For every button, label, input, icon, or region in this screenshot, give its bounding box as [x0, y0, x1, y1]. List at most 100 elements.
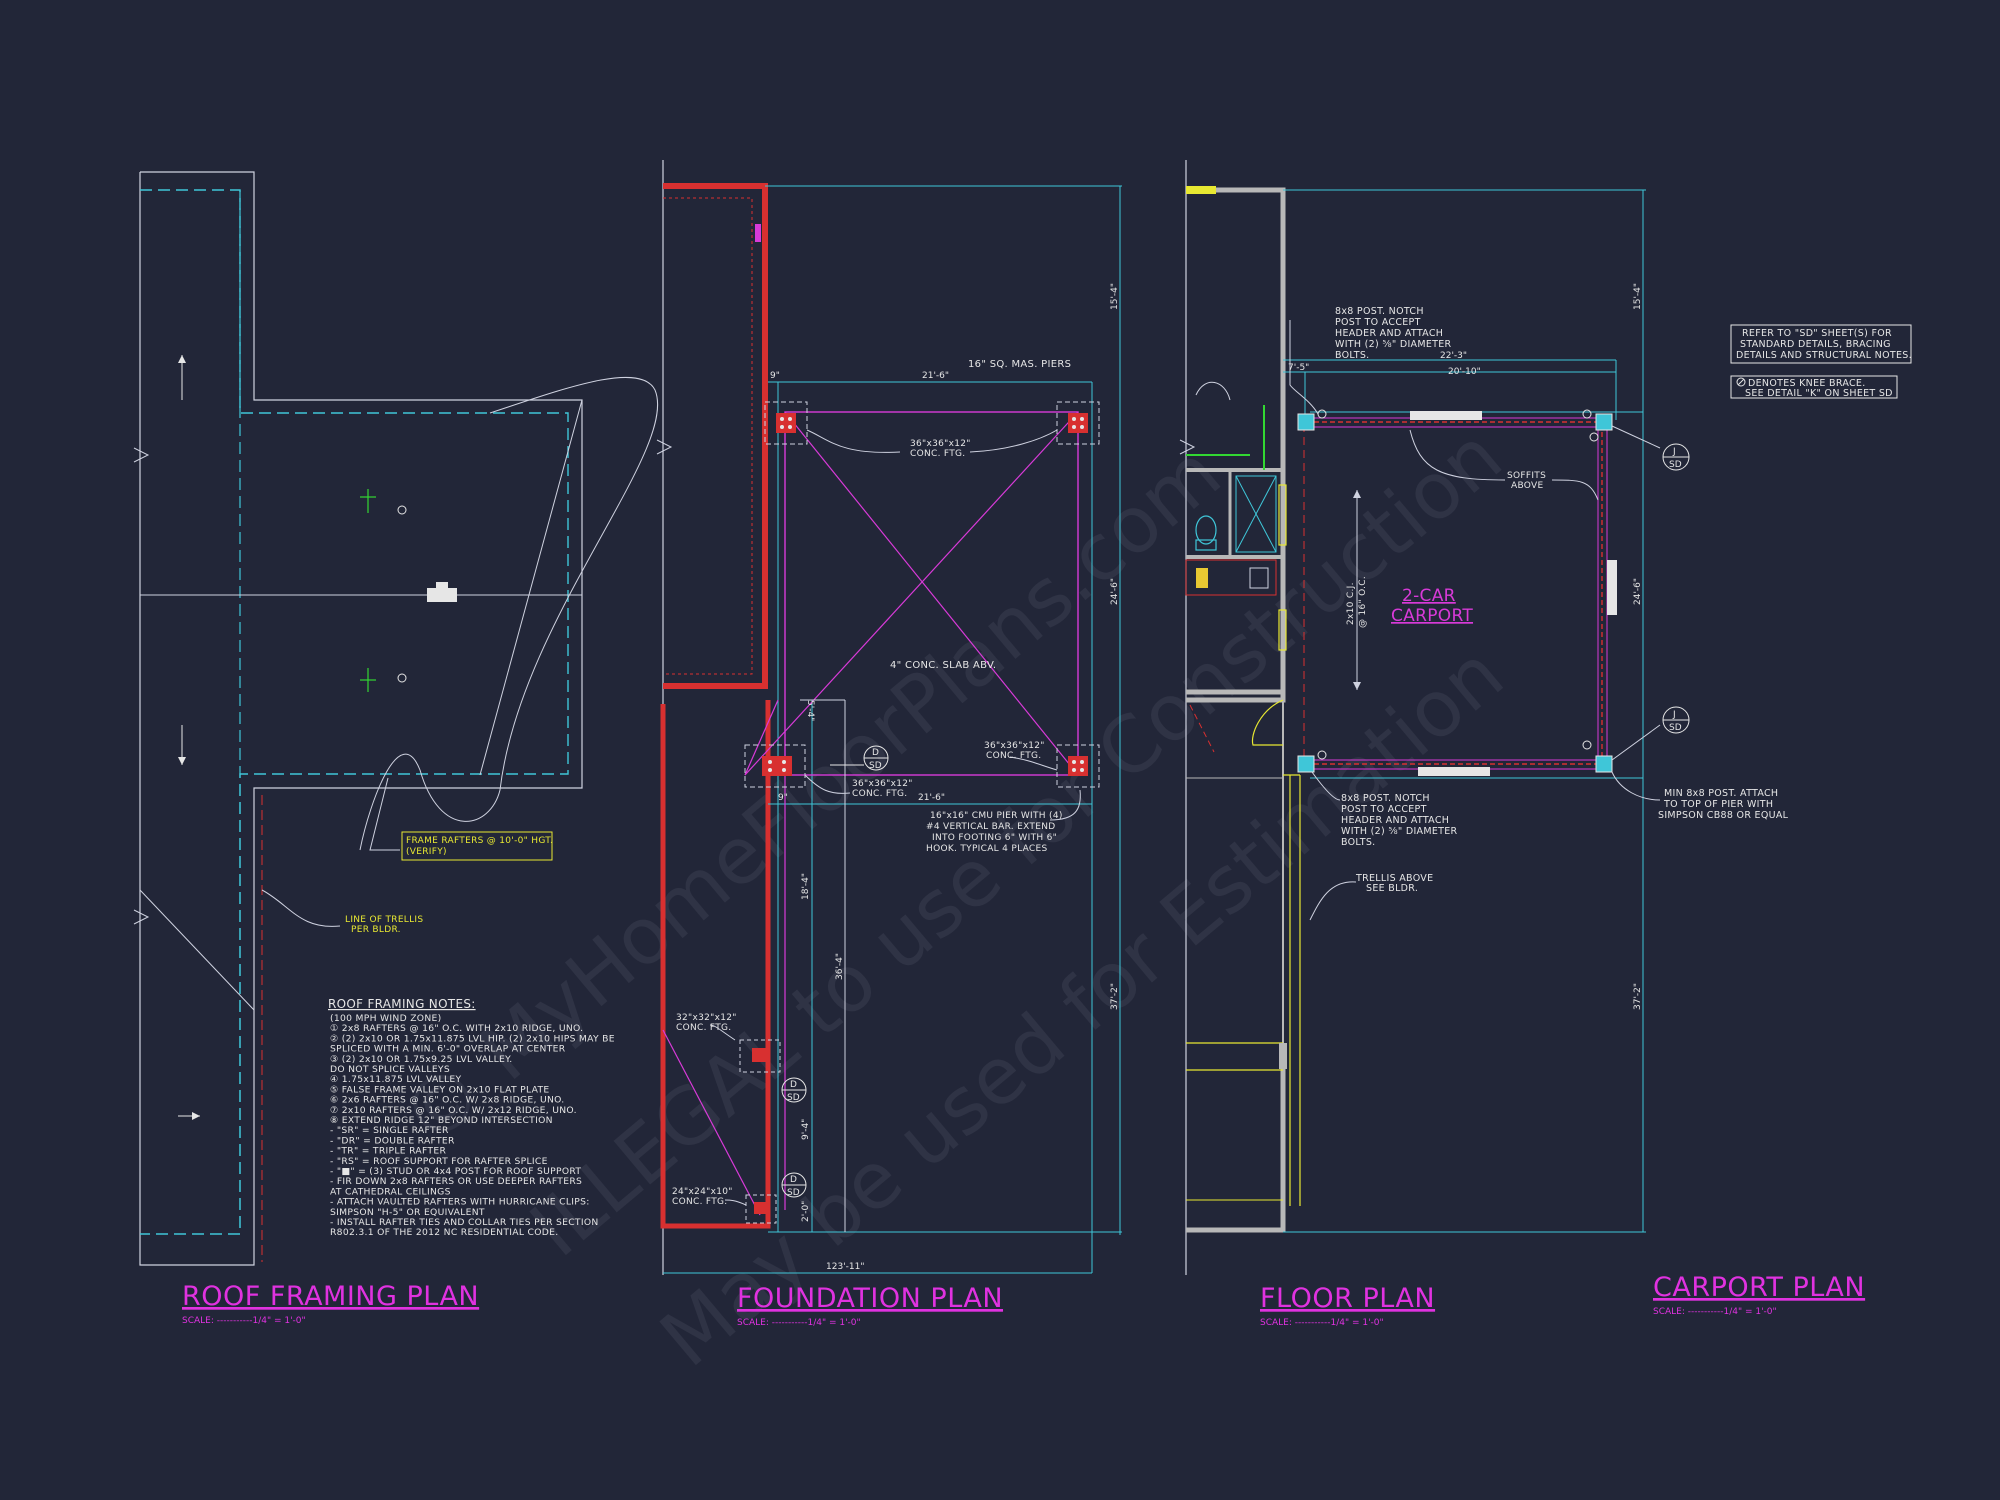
roof-note-line: SIMPSON "H-5" OR EQUIVALENT	[330, 1207, 485, 1218]
roof-scale: SCALE: -----------1/4" = 1'-0"	[182, 1316, 306, 1326]
roof-note-line: - "SR" = SINGLE RAFTER	[330, 1125, 449, 1136]
soffits-above-label: ABOVE	[1511, 481, 1543, 491]
fdn-dim-top-small: 9"	[770, 371, 780, 381]
floor-dim-c: 22'-3"	[1440, 351, 1467, 361]
detail-j1-sheet: SD	[1669, 460, 1682, 470]
knee-brace-note-2: SEE DETAIL "K" ON SHEET SD	[1745, 388, 1893, 399]
ftg32-type: CONC. FTG.	[676, 1023, 731, 1033]
detail-marker-j2: J SD	[1662, 706, 1690, 734]
post-top-note-1: 8x8 POST. NOTCH	[1335, 306, 1424, 317]
roof-note-line: ⑤ FALSE FRAME VALLEY ON 2x10 FLAT PLATE	[330, 1084, 550, 1095]
footing-br	[1056, 744, 1100, 788]
detail-marker-d3: D SD	[781, 1172, 807, 1198]
trellis-above-label: TRELLIS ABOVE	[1355, 873, 1433, 884]
roof-framing-plan-title: ROOF FRAMING PLAN	[182, 1281, 479, 1312]
soffits-label: SOFFITS	[1507, 471, 1546, 481]
refer-note-1: REFER TO "SD" SHEET(S) FOR	[1742, 328, 1892, 339]
detail-marker-d2: D SD	[781, 1077, 807, 1103]
cmu-note-1: 16"x16" CMU PIER WITH (4)	[930, 811, 1063, 821]
ftg24-type: CONC. FTG.	[672, 1197, 727, 1207]
ftg32-size: 32"x32"x12"	[676, 1013, 737, 1023]
foundation-scale: SCALE: -----------1/4" = 1'-0"	[737, 1318, 861, 1328]
roof-note-line: - "DR" = DOUBLE RAFTER	[330, 1135, 455, 1146]
fdn-dim-left-3: 36'-4"	[835, 953, 845, 980]
roof-framing-plan: FRAME RAFTERS @ 10'-0" HGT. (VERIFY) LIN…	[133, 171, 658, 1326]
line-of-trellis-note: LINE OF TRELLIS	[345, 915, 423, 925]
post-bot-note-3: HEADER AND ATTACH	[1341, 815, 1449, 826]
cj-spacing-label: @ 16" O.C.	[1358, 576, 1368, 628]
roof-note-line: - "RS" = ROOF SUPPORT FOR RAFTER SPLICE	[330, 1156, 548, 1167]
min-post-note-2: TO TOP OF PIER WITH	[1663, 799, 1773, 810]
footing-bl	[744, 744, 806, 788]
detail-d2-sheet: SD	[787, 1093, 800, 1103]
detail-marker-d1: D SD	[830, 745, 889, 771]
refer-note-2: STANDARD DETAILS, BRACING	[1740, 339, 1891, 350]
foundation-plan: D SD D SD D SD 16" SQ. MAS. PIERS 36"x36…	[656, 160, 1122, 1328]
fdn-dim-right-bot: 37'-2"	[1110, 983, 1120, 1010]
detail-d1-num: D	[872, 748, 879, 758]
floor-dim-right-bot: 37'-2"	[1633, 983, 1643, 1010]
ftg-bl-size: 36"x36"x12"	[852, 779, 913, 789]
floor-dim-right-top: 15'-4"	[1633, 283, 1643, 310]
fdn-dim-right-mid: 24'-6"	[1110, 578, 1120, 605]
cj-label: 2x10 C.J.	[1346, 582, 1356, 625]
post-bot-note-5: BOLTS.	[1341, 837, 1375, 848]
post-bot-note-4: WITH (2) ⅝" DIAMETER	[1341, 826, 1458, 837]
carport-plan-title: CARPORT PLAN	[1653, 1272, 1865, 1303]
fdn-dim-left-1: 5'-4"	[805, 700, 815, 721]
roof-note-line: - INSTALL RAFTER TIES AND COLLAR TIES PE…	[330, 1217, 599, 1228]
footing-tr	[1056, 401, 1100, 445]
fdn-dim-top: 21'-6"	[922, 371, 949, 381]
roof-note-line: - "TR" = TRIPLE RAFTER	[330, 1146, 446, 1157]
frame-rafters-verify: (VERIFY)	[406, 847, 447, 857]
ftg-bl-type: CONC. FTG.	[852, 789, 907, 799]
detail-j1-num: J	[1672, 447, 1676, 457]
min-post-note-3: SIMPSON CB88 OR EQUAL	[1658, 810, 1789, 821]
post-bot-note-1: 8x8 POST. NOTCH	[1341, 793, 1430, 804]
detail-j2-sheet: SD	[1669, 723, 1682, 733]
knee-brace-note-1: DENOTES KNEE BRACE.	[1748, 378, 1866, 389]
post-top-note-4: WITH (2) ⅝" DIAMETER	[1335, 339, 1452, 350]
floor-plan-title: FLOOR PLAN	[1260, 1283, 1435, 1314]
roof-note-line: SPLICED WITH A MIN. 6'-0" OVERLAP AT CEN…	[330, 1044, 566, 1055]
roof-note-line: ① 2x8 RAFTERS @ 16" O.C. WITH 2x10 RIDGE…	[330, 1023, 583, 1034]
fdn-dim-left-4: 9'-4"	[801, 1119, 811, 1140]
foundation-plan-title: FOUNDATION PLAN	[737, 1283, 1003, 1314]
ftg-br-size: 36"x36"x12"	[984, 741, 1045, 751]
detail-d3-num: D	[790, 1175, 797, 1185]
floor-scale: SCALE: -----------1/4" = 1'-0"	[1260, 1318, 1384, 1328]
carport-scale: SCALE: -----------1/4" = 1'-0"	[1653, 1307, 1777, 1317]
ftg-br-type: CONC. FTG.	[986, 751, 1041, 761]
slab-label: 4" CONC. SLAB ABV.	[890, 660, 996, 671]
detail-j2-num: J	[1672, 710, 1676, 720]
mas-piers-label: 16" SQ. MAS. PIERS	[968, 359, 1071, 370]
roof-note-line: DO NOT SPLICE VALLEYS	[330, 1064, 450, 1075]
cmu-note-3: INTO FOOTING 6" WITH 6"	[932, 833, 1057, 843]
detail-marker-j1: J SD	[1662, 443, 1690, 471]
roof-note-line: ④ 1.75x11.875 LVL VALLEY	[330, 1074, 461, 1085]
fdn-dim-right-top: 15'-4"	[1110, 283, 1120, 310]
post-top-note-2: POST TO ACCEPT	[1335, 317, 1421, 328]
fdn-dim-left-5: 2'-0"	[801, 1201, 811, 1222]
floor-dim-right-mid: 24'-6"	[1633, 578, 1643, 605]
see-bldr-label: SEE BLDR.	[1366, 883, 1418, 894]
refer-note-3: DETAILS AND STRUCTURAL NOTES.	[1736, 350, 1912, 361]
roof-framing-notes-title: ROOF FRAMING NOTES:	[328, 997, 476, 1011]
roof-note-line: - FIR DOWN 2x8 RAFTERS OR USE DEEPER RAF…	[330, 1176, 582, 1187]
post-top-note-3: HEADER AND ATTACH	[1335, 328, 1443, 339]
cmu-note-4: HOOK. TYPICAL 4 PLACES	[926, 844, 1047, 854]
footing-tl	[764, 401, 808, 445]
roof-note-line: (100 MPH WIND ZONE)	[330, 1013, 442, 1024]
roof-framing-notes: (100 MPH WIND ZONE)① 2x8 RAFTERS @ 16" O…	[330, 1013, 615, 1238]
cmu-note-2: #4 VERTICAL BAR. EXTEND	[926, 822, 1055, 832]
ftg24-size: 24"x24"x10"	[672, 1187, 733, 1197]
frame-rafters-note: FRAME RAFTERS @ 10'-0" HGT.	[406, 836, 553, 846]
roof-note-line: ③ (2) 2x10 OR 1.75x9.25 LVL VALLEY.	[330, 1054, 512, 1065]
fdn-dim-overall: 123'-11"	[826, 1262, 865, 1272]
roof-note-line: ⑦ 2x10 RAFTERS @ 16" O.C. W/ 2x12 RIDGE,…	[330, 1105, 577, 1116]
post-top-note-5: BOLTS.	[1335, 350, 1369, 361]
fdn-dim-left-2: 18'-4"	[801, 873, 811, 900]
floor-dim-b: 20'-10"	[1448, 367, 1481, 377]
ftg-tl-type: CONC. FTG.	[910, 449, 965, 459]
roof-note-line: AT CATHEDRAL CEILINGS	[330, 1186, 451, 1197]
